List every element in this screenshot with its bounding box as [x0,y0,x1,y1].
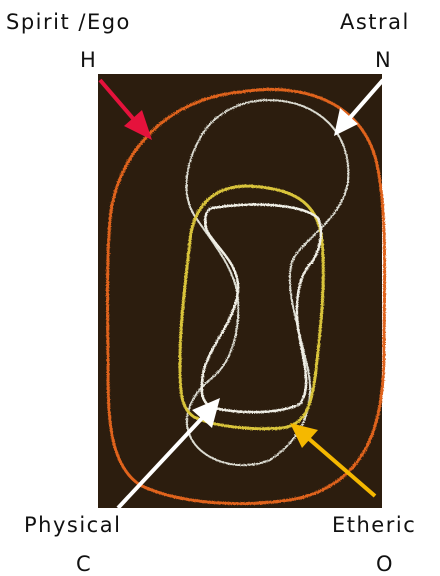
spirit-ego-outline [108,89,385,503]
arrow-spirit-ego [100,80,152,140]
physical-outline [202,205,321,413]
